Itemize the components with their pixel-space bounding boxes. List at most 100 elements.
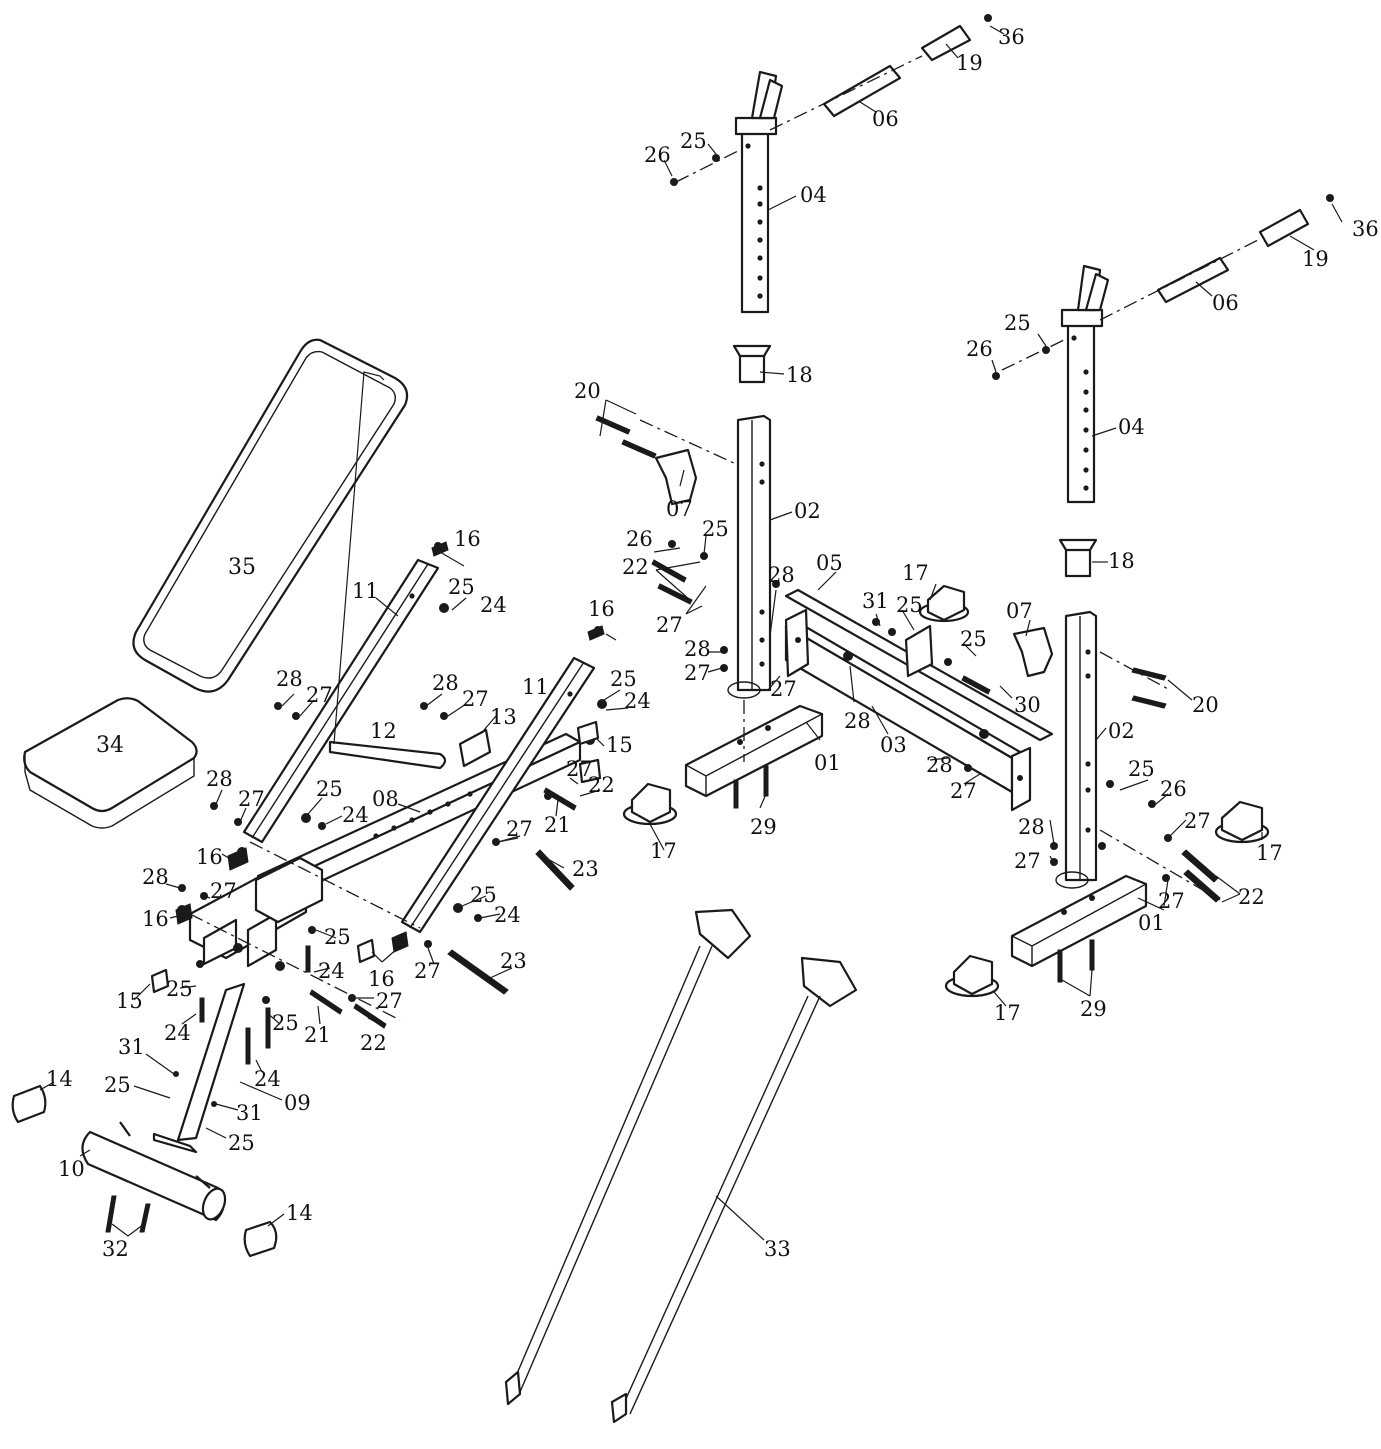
bracket-13 bbox=[458, 728, 492, 768]
label-24: 24 bbox=[318, 959, 345, 983]
label-28: 28 bbox=[768, 563, 795, 587]
label-33: 33 bbox=[764, 1237, 791, 1261]
label-08: 08 bbox=[372, 787, 399, 811]
label-16: 16 bbox=[142, 907, 169, 931]
label-26: 26 bbox=[644, 143, 671, 167]
foot-cap-17-c bbox=[1214, 800, 1270, 844]
label-02: 02 bbox=[1108, 719, 1135, 743]
label-22: 22 bbox=[1238, 885, 1265, 909]
label-27: 27 bbox=[1184, 809, 1211, 833]
label-15: 15 bbox=[606, 733, 633, 757]
label-25: 25 bbox=[680, 129, 707, 153]
label-23: 23 bbox=[572, 857, 599, 881]
label-29: 29 bbox=[750, 815, 777, 839]
label-23: 23 bbox=[500, 949, 527, 973]
label-34: 34 bbox=[96, 733, 124, 758]
label-25: 25 bbox=[702, 517, 729, 541]
label-17: 17 bbox=[902, 561, 929, 585]
label-16: 16 bbox=[368, 967, 395, 991]
label-07: 07 bbox=[1006, 599, 1033, 623]
label-05: 05 bbox=[816, 551, 843, 575]
label-27: 27 bbox=[770, 677, 797, 701]
label-24: 24 bbox=[254, 1067, 281, 1091]
label-16: 16 bbox=[196, 845, 223, 869]
label-36: 36 bbox=[998, 25, 1025, 49]
label-06: 06 bbox=[1212, 291, 1239, 315]
label-25: 25 bbox=[166, 977, 193, 1001]
cross-bar-03-05 bbox=[784, 588, 1054, 812]
label-28: 28 bbox=[206, 767, 233, 791]
label-36: 36 bbox=[1352, 217, 1379, 241]
label-27: 27 bbox=[462, 687, 489, 711]
label-25: 25 bbox=[448, 575, 475, 599]
label-22: 22 bbox=[360, 1031, 387, 1055]
label-18: 18 bbox=[1108, 549, 1135, 573]
bracket-07-right bbox=[1012, 626, 1054, 678]
label-04: 04 bbox=[800, 183, 827, 207]
label-24: 24 bbox=[164, 1021, 191, 1045]
label-25: 25 bbox=[104, 1073, 131, 1097]
label-01: 01 bbox=[1138, 911, 1165, 935]
label-18: 18 bbox=[786, 363, 813, 387]
label-03: 03 bbox=[880, 733, 907, 757]
label-19: 19 bbox=[956, 51, 983, 75]
label-07: 07 bbox=[666, 497, 693, 521]
label-12: 12 bbox=[370, 719, 397, 743]
label-31: 31 bbox=[118, 1035, 145, 1059]
label-10: 10 bbox=[58, 1157, 85, 1181]
label-28: 28 bbox=[684, 637, 711, 661]
label-25: 25 bbox=[272, 1011, 299, 1035]
label-25: 25 bbox=[316, 777, 343, 801]
label-11: 11 bbox=[352, 579, 379, 603]
label-01: 01 bbox=[814, 751, 841, 775]
label-14: 14 bbox=[286, 1201, 313, 1225]
label-27: 27 bbox=[506, 817, 533, 841]
label-24: 24 bbox=[624, 689, 651, 713]
label-22: 22 bbox=[622, 555, 649, 579]
label-27: 27 bbox=[950, 779, 977, 803]
label-28: 28 bbox=[1018, 815, 1045, 839]
label-26: 26 bbox=[626, 527, 653, 551]
label-24: 24 bbox=[480, 593, 507, 617]
label-19: 19 bbox=[1302, 247, 1329, 271]
right-upright-assembly bbox=[1010, 264, 1148, 983]
label-17: 17 bbox=[650, 839, 677, 863]
label-28: 28 bbox=[142, 865, 169, 889]
label-27: 27 bbox=[1158, 889, 1185, 913]
label-11: 11 bbox=[522, 675, 549, 699]
label-27: 27 bbox=[656, 613, 683, 637]
label-27: 27 bbox=[1014, 849, 1041, 873]
back-pad-35 bbox=[132, 338, 409, 693]
label-30: 30 bbox=[1014, 693, 1041, 717]
cable-33 bbox=[504, 908, 858, 1424]
label-27: 27 bbox=[684, 661, 711, 685]
label-26: 26 bbox=[966, 337, 993, 361]
label-09: 09 bbox=[284, 1091, 311, 1115]
label-25: 25 bbox=[960, 627, 987, 651]
label-24: 24 bbox=[494, 903, 521, 927]
label-15: 15 bbox=[116, 989, 143, 1013]
label-32: 32 bbox=[102, 1237, 129, 1261]
label-27: 27 bbox=[210, 879, 237, 903]
label-22: 22 bbox=[588, 773, 615, 797]
foot-cap-17-d bbox=[944, 954, 1000, 998]
label-25: 25 bbox=[1128, 757, 1155, 781]
label-20: 20 bbox=[574, 379, 601, 403]
label-27: 27 bbox=[376, 989, 403, 1013]
label-24: 24 bbox=[342, 803, 369, 827]
front-leg-09 bbox=[176, 982, 246, 1142]
left-upright-assembly bbox=[684, 70, 824, 809]
wheel-14-left bbox=[11, 1084, 47, 1124]
label-28: 28 bbox=[926, 753, 953, 777]
front-tube-10 bbox=[81, 1121, 227, 1222]
label-16: 16 bbox=[588, 597, 615, 621]
incline-bar-11-right bbox=[400, 656, 596, 934]
label-35: 35 bbox=[228, 555, 256, 580]
label-16: 16 bbox=[454, 527, 481, 551]
label-25: 25 bbox=[610, 667, 637, 691]
label-27: 27 bbox=[414, 959, 441, 983]
wheel-14-right bbox=[243, 1220, 278, 1258]
label-21: 21 bbox=[544, 813, 571, 837]
label-29: 29 bbox=[1080, 997, 1107, 1021]
